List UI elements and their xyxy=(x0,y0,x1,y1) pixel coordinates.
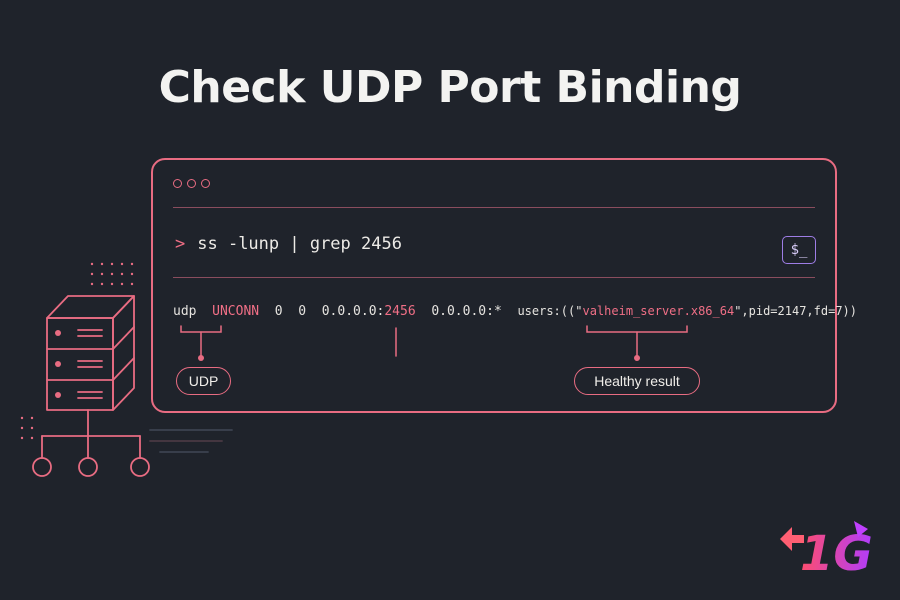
udp-connector-dot xyxy=(198,355,204,361)
page-title: Check UDP Port Binding xyxy=(158,62,742,113)
window-dot-icon[interactable] xyxy=(173,179,182,188)
window-dot-icon[interactable] xyxy=(187,179,196,188)
output-users-suffix: ",pid=2147,fd=7)) xyxy=(734,304,858,318)
process-connector-dot xyxy=(634,355,640,361)
output-local-port: 2456 xyxy=(384,304,416,319)
divider xyxy=(173,277,815,278)
output-process-name: valheim_server.x86_64 xyxy=(582,304,735,318)
command-text: ss -lunp | grep 2456 xyxy=(197,234,402,254)
terminal-window: > ss -lunp | grep 2456 $_ udp UNCONN 0 0 … xyxy=(151,158,857,413)
window-dot-icon[interactable] xyxy=(201,179,210,188)
window-controls xyxy=(173,179,210,188)
output-local-ip: 0.0.0.0: xyxy=(321,304,385,319)
output-users-prefix: users:((" xyxy=(517,304,583,318)
brand-logo: 1G xyxy=(780,521,873,577)
output-proto: udp xyxy=(173,304,197,319)
process-bracket xyxy=(586,325,688,333)
udp-badge: UDP xyxy=(176,367,231,395)
output-send-q: 0 xyxy=(298,304,307,319)
divider xyxy=(173,207,815,208)
command-line[interactable]: > ss -lunp | grep 2456 xyxy=(175,234,402,254)
output-recv-q: 0 xyxy=(274,304,283,319)
command-output-line: udp UNCONN 0 0 0.0.0.0:2456 0.0.0.0:* us… xyxy=(173,304,857,319)
prompt-caret-icon: > xyxy=(175,234,186,254)
output-peer: 0.0.0.0:* xyxy=(431,304,502,319)
annotation-brackets xyxy=(180,325,688,361)
terminal-shell-icon[interactable]: $_ xyxy=(782,236,816,264)
healthy-result-badge: Healthy result xyxy=(574,367,700,395)
server-illustration xyxy=(20,262,233,477)
output-state: UNCONN xyxy=(212,304,260,319)
